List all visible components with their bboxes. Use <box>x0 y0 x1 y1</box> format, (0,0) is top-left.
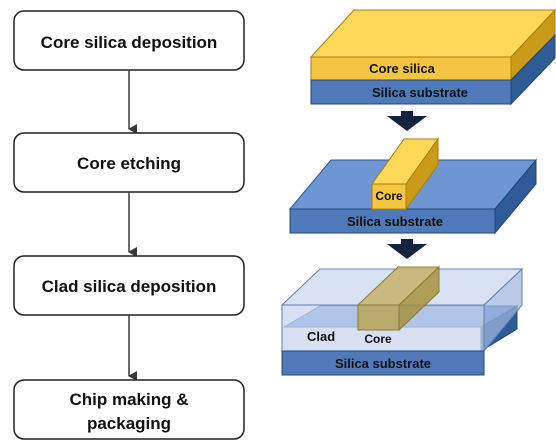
stage-3-clad-deposition: Clad Core Silica substrate <box>280 265 524 376</box>
process-flow: Core silica deposition Core etching Clad… <box>13 10 245 440</box>
stage3-core-label: Core <box>364 332 392 346</box>
stage3-substrate-front <box>281 350 485 376</box>
stage2-core-label: Core <box>375 189 403 203</box>
stage1-substrate-front <box>310 79 512 105</box>
step-label-chip-making-line1: Chip making & <box>69 390 188 409</box>
stage2-substrate-label: Silica substrate <box>347 214 443 229</box>
step-label-core-silica-deposition: Core silica deposition <box>41 33 218 52</box>
process-arrow-icon-1 <box>387 111 427 131</box>
stage2-core-front <box>371 183 407 210</box>
step-label-chip-making-line2: packaging <box>87 414 171 433</box>
step-label-core-etching: Core etching <box>77 154 181 173</box>
stage-2-core-etching: Core Silica substrate <box>288 137 538 235</box>
stage2-substrate-front <box>289 208 496 234</box>
process-arrow-icon-2 <box>387 239 427 259</box>
stage1-substrate-label: Silica substrate <box>372 85 468 100</box>
step-label-clad-silica-deposition: Clad silica deposition <box>42 277 217 296</box>
stage1-core-label: Core silica <box>369 61 436 76</box>
stage3-clad-label: Clad <box>307 329 335 344</box>
stage3-core-front <box>357 304 400 331</box>
stage3-substrate-label: Silica substrate <box>335 356 431 371</box>
step-box-chip-making-packaging <box>13 379 245 440</box>
stage-1-core-deposition: Core silica Silica substrate <box>309 8 556 106</box>
